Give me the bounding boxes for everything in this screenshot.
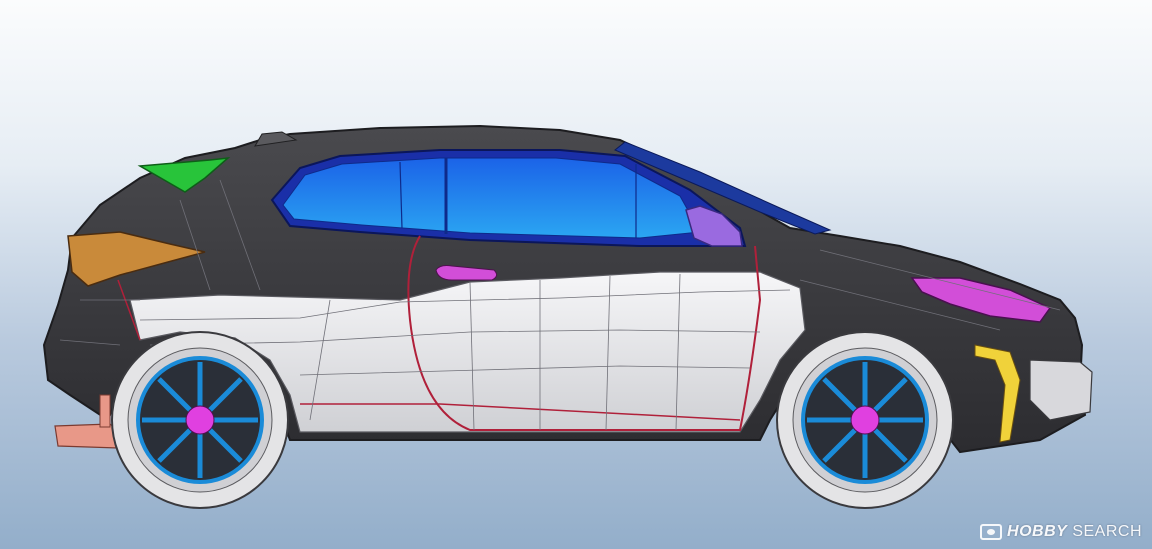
front-bumper-grille [1029, 359, 1093, 421]
window-divider [399, 161, 403, 229]
watermark-brand: HOBBY [1007, 523, 1068, 540]
side-window-glass [282, 157, 701, 239]
rear-quarter-line [117, 279, 141, 341]
mesh-lines [59, 179, 1061, 431]
windshield [614, 141, 832, 235]
door-handle [435, 265, 498, 281]
rear-wheel [111, 331, 289, 509]
watermark-service: SEARCH [1072, 523, 1142, 540]
fog-light-trim [974, 344, 1021, 443]
watermark-logo-icon [980, 524, 1003, 540]
rocker-line [300, 403, 741, 421]
exhaust-hanger [99, 394, 111, 428]
watermark: HOBBY SEARCH [980, 523, 1142, 541]
rear-spoiler [137, 156, 231, 193]
side-mirror [685, 205, 743, 247]
roof-antenna [254, 131, 298, 147]
head-light [910, 277, 1052, 323]
exhaust-pipe [54, 423, 121, 449]
tail-light [67, 231, 206, 287]
front-wheel [776, 331, 954, 509]
door-cut-line [407, 235, 762, 431]
